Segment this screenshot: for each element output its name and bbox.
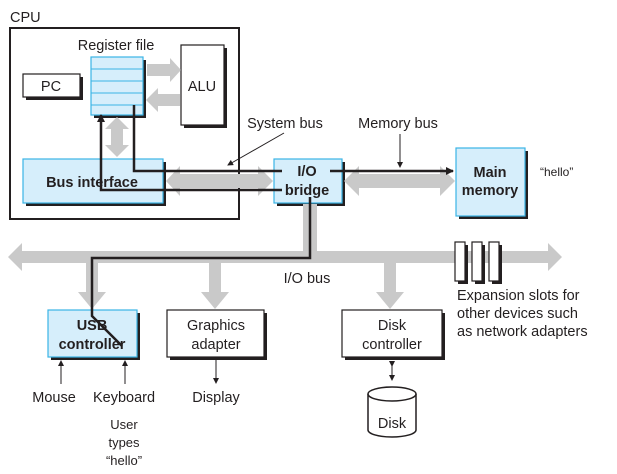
pc-register: PC: [22, 73, 83, 100]
memory-bus: [344, 166, 455, 196]
hello-data-path: [90, 105, 454, 347]
svg-text:Graphics: Graphics: [187, 318, 245, 334]
register-file: [90, 56, 146, 118]
io-bridge-label-2: bridge: [285, 183, 329, 199]
bus-interface: Bus interface: [22, 158, 166, 206]
disk: Disk: [367, 386, 417, 438]
system-bus-pointer: [227, 132, 285, 166]
expansion-text-1: Expansion slots for: [457, 288, 580, 304]
user-note-2: types: [108, 435, 140, 450]
svg-text:ALU: ALU: [188, 79, 216, 95]
mouse-label: Mouse: [32, 390, 76, 406]
cpu-label: CPU: [10, 10, 41, 26]
disk-controller: Disk controller: [341, 309, 445, 360]
register-file-label: Register file: [78, 38, 155, 54]
alu-to-reg-arrow: [146, 88, 180, 112]
svg-text:memory: memory: [462, 183, 518, 199]
user-note-1: User: [110, 417, 138, 432]
expansion-slots: [454, 241, 502, 284]
svg-text:Disk: Disk: [378, 416, 407, 432]
display-label: Display: [192, 390, 240, 406]
svg-text:controller: controller: [362, 337, 422, 353]
reg-to-alu-arrow: [147, 58, 181, 82]
graphics-adapter: Graphics adapter: [166, 309, 267, 360]
io-bus-label: I/O bus: [284, 271, 331, 287]
svg-text:Disk: Disk: [378, 318, 407, 334]
keyboard-label: Keyboard: [93, 390, 155, 406]
system-bus-label: System bus: [247, 116, 323, 132]
io-bus-to-graphics: [201, 262, 229, 309]
io-bridge-label-1: I/O: [297, 164, 316, 180]
svg-text:adapter: adapter: [191, 337, 240, 353]
svg-text:Bus interface: Bus interface: [46, 175, 138, 191]
svg-text:PC: PC: [41, 79, 61, 95]
alu: ALU: [180, 44, 227, 128]
expansion-text-3: as network adapters: [457, 324, 588, 340]
expansion-text-2: other devices such: [457, 306, 578, 322]
main-memory: Main memory: [455, 147, 528, 219]
io-bus-to-disk-controller: [376, 262, 404, 309]
user-note-3: “hello”: [106, 453, 142, 468]
svg-text:controller: controller: [59, 337, 126, 353]
system-bus: [166, 166, 273, 196]
memory-bus-label: Memory bus: [358, 116, 438, 132]
reg-bus-interface-arrow: [105, 117, 129, 157]
svg-text:Main: Main: [473, 165, 506, 181]
memory-contents: “hello”: [540, 165, 573, 179]
